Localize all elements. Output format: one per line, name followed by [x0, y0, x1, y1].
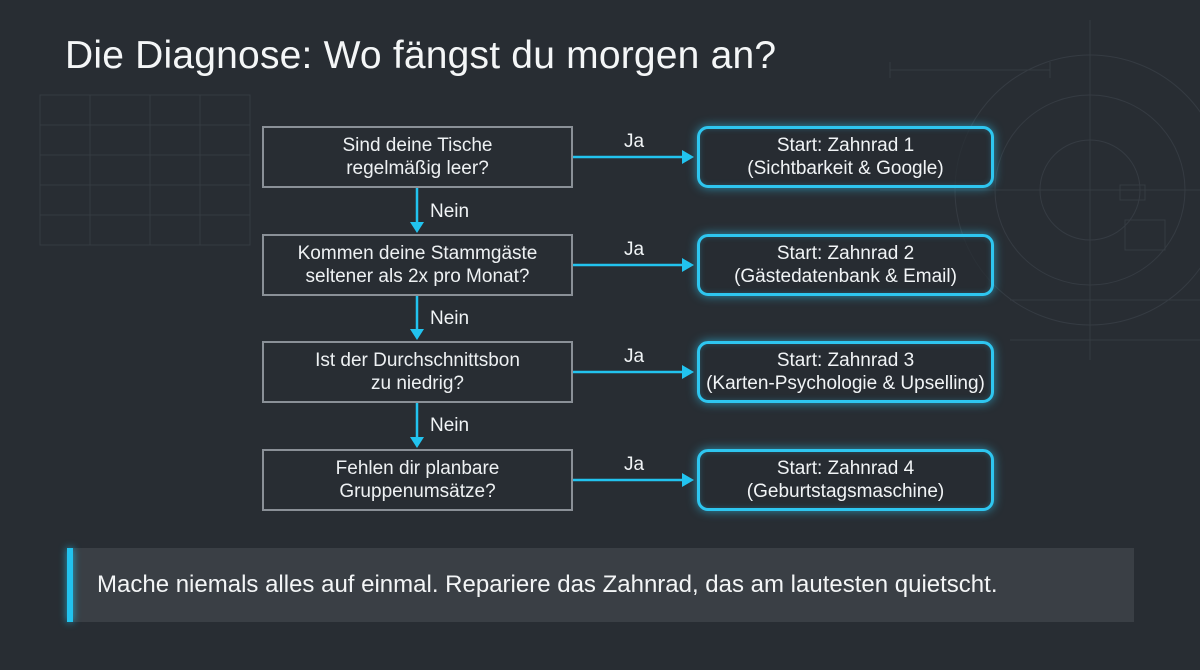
answer-text-4: Start: Zahnrad 4 (Geburtstagsmaschine)	[746, 458, 945, 502]
question-box-1: Sind deine Tische regelmäßig leer?	[262, 126, 573, 188]
tip-text: Mache niemals alles auf einmal. Reparier…	[97, 571, 998, 598]
answer-text-2: Start: Zahnrad 2 (Gästedatenbank & Email…	[734, 243, 957, 287]
yes-label-4: Ja	[624, 454, 645, 475]
answer-text-1: Start: Zahnrad 1 (Sichtbarkeit & Google)	[747, 135, 944, 179]
question-box-2: Kommen deine Stammgäste seltener als 2x …	[262, 234, 573, 296]
yes-label-2: Ja	[624, 239, 645, 260]
question-text-4: Fehlen dir planbare Gruppenumsätze?	[335, 458, 500, 502]
no-label-1: Nein	[430, 201, 470, 222]
question-text-3: Ist der Durchschnittsbon zu niedrig?	[315, 350, 520, 394]
answer-box-1: Start: Zahnrad 1 (Sichtbarkeit & Google)	[697, 126, 994, 188]
question-box-4: Fehlen dir planbare Gruppenumsätze?	[262, 449, 573, 511]
page-title: Die Diagnose: Wo fängst du morgen an?	[65, 34, 777, 77]
answer-box-2: Start: Zahnrad 2 (Gästedatenbank & Email…	[697, 234, 994, 296]
answer-text-3: Start: Zahnrad 3 (Karten-Psychologie & U…	[706, 350, 985, 394]
no-label-3: Nein	[430, 415, 470, 436]
no-label-2: Nein	[430, 308, 470, 329]
tip-banner: Mache niemals alles auf einmal. Reparier…	[67, 548, 1134, 622]
answer-box-3: Start: Zahnrad 3 (Karten-Psychologie & U…	[697, 341, 994, 403]
yes-label-3: Ja	[624, 346, 645, 367]
question-text-2: Kommen deine Stammgäste seltener als 2x …	[297, 243, 538, 287]
yes-label-1: Ja	[624, 131, 645, 152]
question-text-1: Sind deine Tische regelmäßig leer?	[342, 135, 493, 179]
banner-accent-bar	[67, 548, 73, 622]
answer-box-4: Start: Zahnrad 4 (Geburtstagsmaschine)	[697, 449, 994, 511]
question-box-3: Ist der Durchschnittsbon zu niedrig?	[262, 341, 573, 403]
